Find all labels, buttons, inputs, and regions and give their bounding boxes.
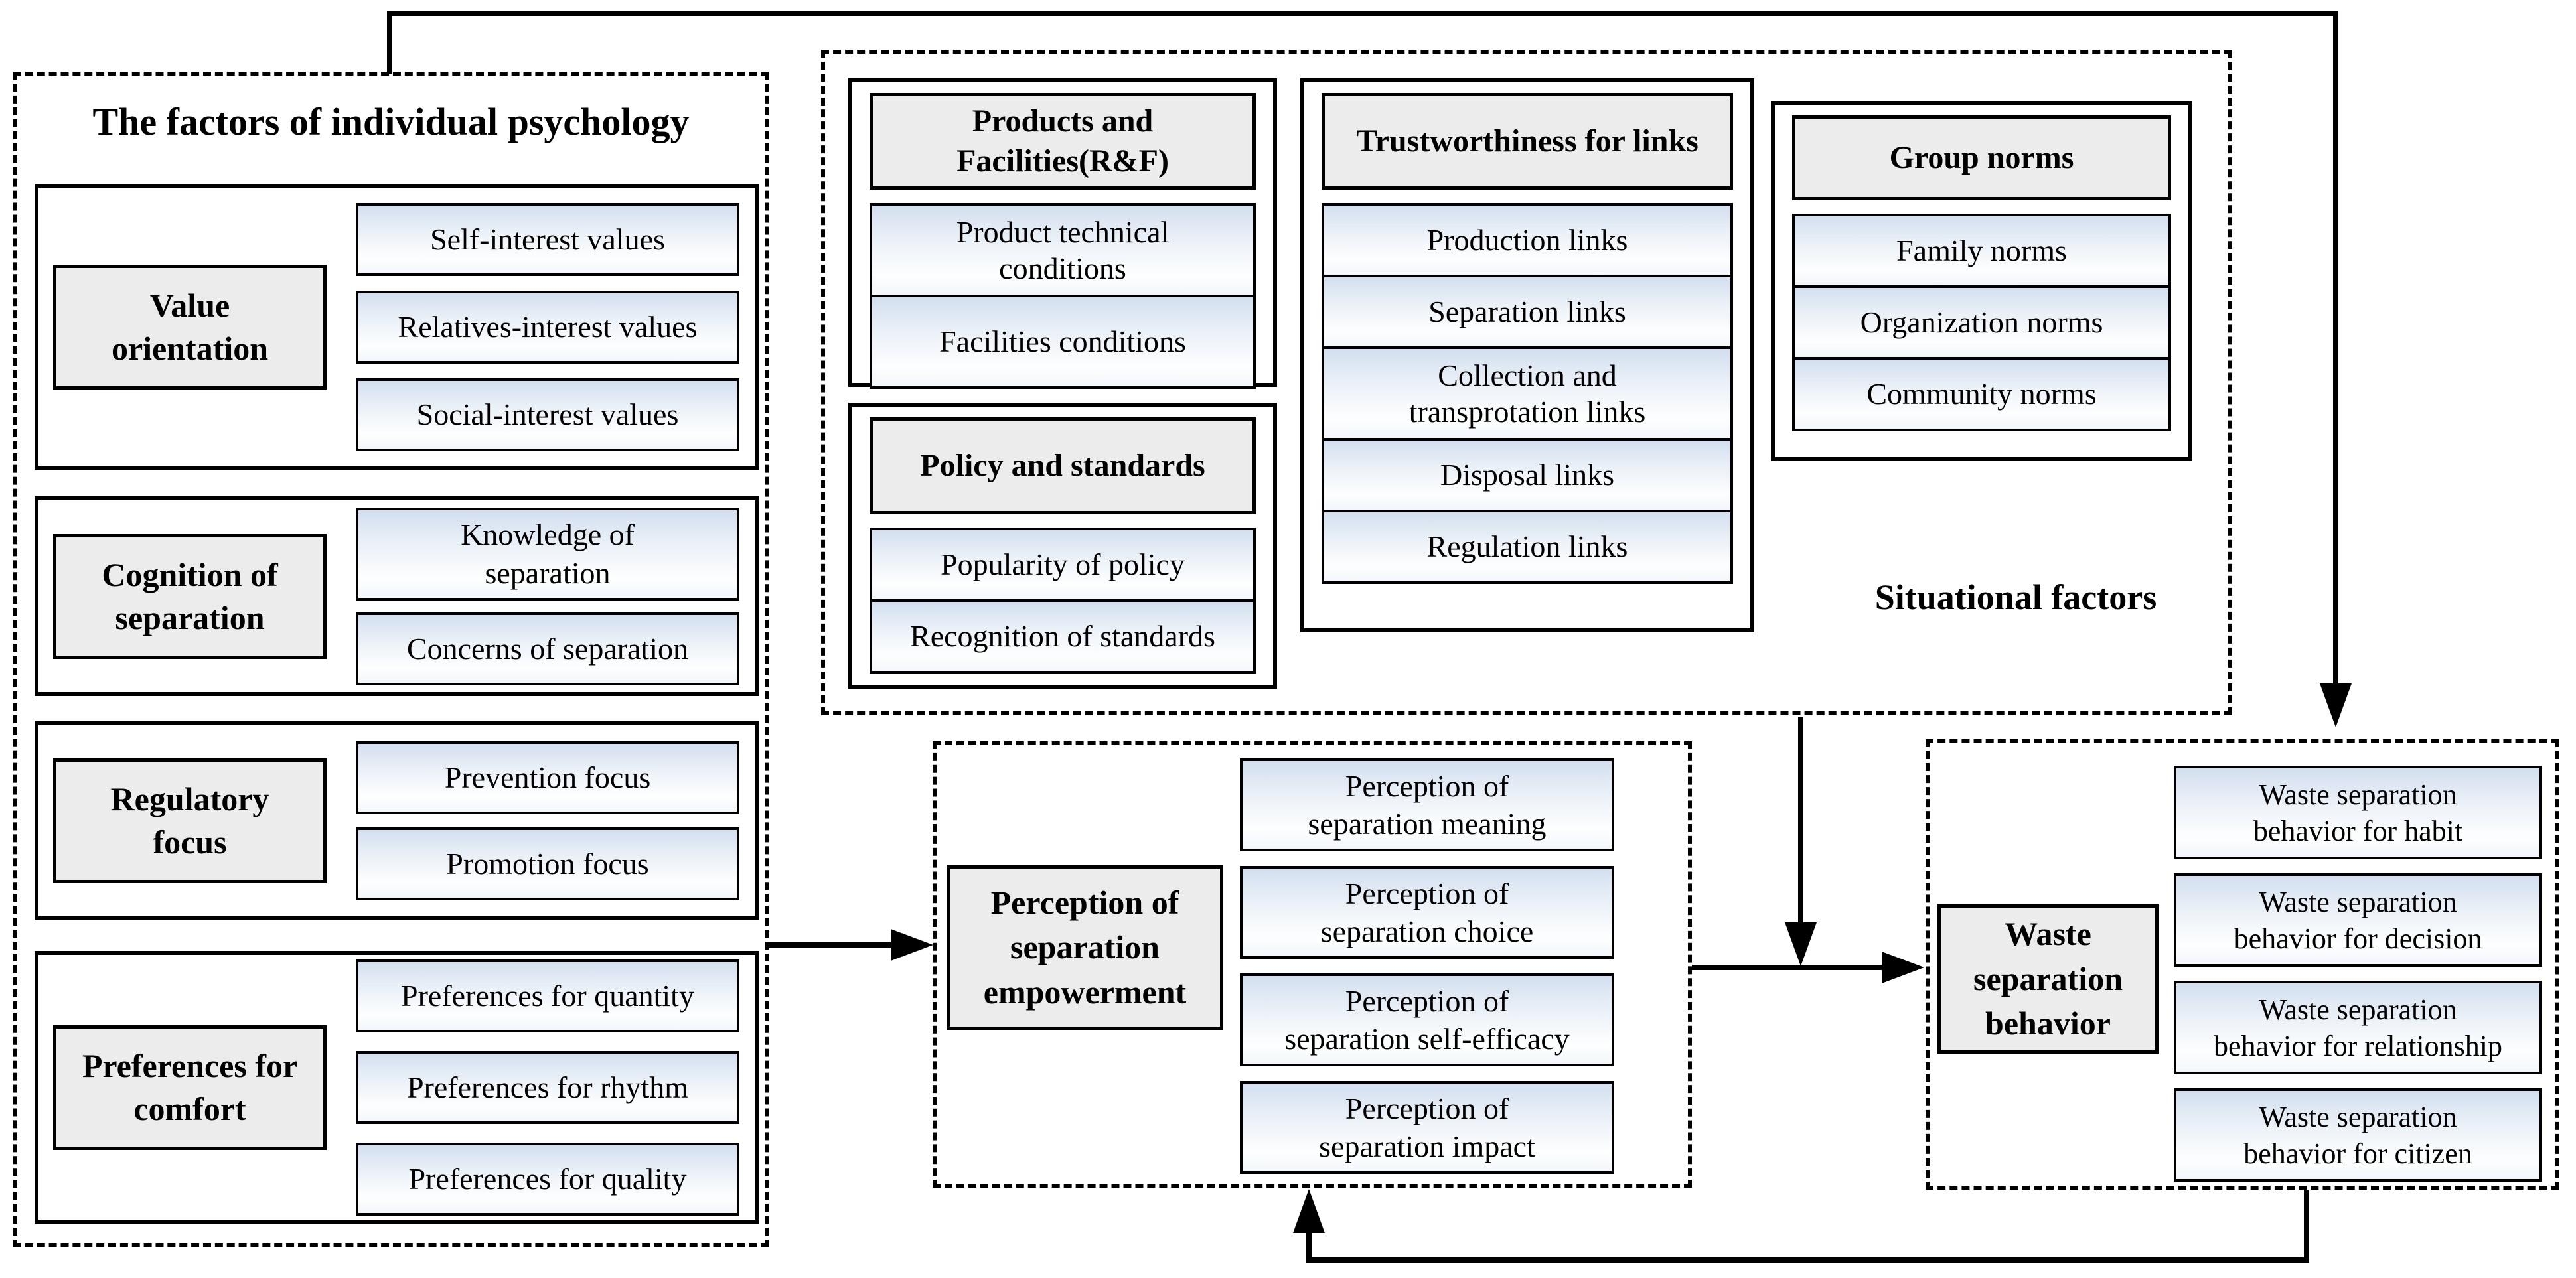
preferences-items: Preferences for quantity Preferences for…: [356, 959, 739, 1216]
item-perception-separation-meaning: Perception of separation meaning: [1240, 758, 1614, 851]
item-facilities-conditions: Facilities conditions: [870, 295, 1256, 389]
connector-feedback-horizontal: [1306, 1257, 2309, 1263]
products-facilities-header: Products and Facilities(R&F): [870, 93, 1256, 190]
psychology-panel-title: The factors of individual psychology: [92, 100, 690, 143]
item-regulation-links: Regulation links: [1322, 510, 1733, 584]
item-separation-links: Separation links: [1322, 275, 1733, 349]
group-norms-header: Group norms: [1792, 115, 2171, 200]
cognition-items: Knowledge of separation Concerns of sepa…: [356, 507, 739, 685]
item-product-technical-conditions: Product technical conditions: [870, 203, 1256, 297]
item-knowledge-of-separation: Knowledge of separation: [356, 507, 739, 601]
item-concerns-of-separation: Concerns of separation: [356, 612, 739, 685]
item-perception-separation-impact: Perception of separation impact: [1240, 1081, 1614, 1174]
group-norms-items: Family norms Organization norms Communit…: [1792, 214, 2171, 431]
item-preferences-for-quality: Preferences for quality: [356, 1142, 739, 1216]
item-behavior-for-habit: Waste separation behavior for habit: [2174, 766, 2542, 859]
item-prevention-focus: Prevention focus: [356, 741, 739, 814]
policy-standards-group: Policy and standards Popularity of polic…: [848, 403, 1277, 689]
item-behavior-for-citizen: Waste separation behavior for citizen: [2174, 1088, 2542, 1182]
connector-psychology-to-behavior-vertical: [2333, 11, 2338, 686]
connector-perception-to-behavior: [1692, 965, 1882, 970]
trustworthiness-items: Production links Separation links Collec…: [1322, 203, 1733, 584]
perception-empowerment-label: Perception of separation empowerment: [947, 865, 1223, 1030]
item-behavior-for-relationship: Waste separation behavior for relationsh…: [2174, 981, 2542, 1074]
item-family-norms: Family norms: [1792, 214, 2171, 288]
connector-feedback-down: [2304, 1190, 2309, 1263]
perception-empowerment-panel: Perception of separation empowerment Per…: [933, 741, 1692, 1188]
policy-standards-items: Popularity of policy Recognition of stan…: [870, 528, 1256, 674]
item-production-links: Production links: [1322, 203, 1733, 277]
waste-separation-behavior-panel: Waste separation behavior Waste separati…: [1926, 739, 2559, 1190]
situational-factors-label: Situational factors: [1874, 577, 2157, 617]
item-self-interest-values: Self-interest values: [356, 202, 739, 276]
item-behavior-for-decision: Waste separation behavior for decision: [2174, 873, 2542, 967]
item-collection-transprotation-links: Collection and transprotation links: [1322, 346, 1733, 441]
item-disposal-links: Disposal links: [1322, 438, 1733, 512]
regulatory-focus-group: Regulatory focus Prevention focus Promot…: [35, 721, 759, 920]
item-community-norms: Community norms: [1792, 357, 2171, 431]
item-relatives-interest-values: Relatives-interest values: [356, 290, 739, 364]
item-recognition-of-standards: Recognition of standards: [870, 599, 1256, 674]
trustworthiness-links-group: Trustworthiness for links Production lin…: [1300, 78, 1754, 632]
item-preferences-for-quantity: Preferences for quantity: [356, 959, 739, 1032]
psychology-factors-panel: The factors of individual psychology Val…: [13, 72, 769, 1247]
item-popularity-of-policy: Popularity of policy: [870, 528, 1256, 602]
value-orientation-items: Self-interest values Relatives-interest …: [356, 202, 739, 451]
item-promotion-focus: Promotion focus: [356, 827, 739, 900]
arrowhead-situational-moderation-icon: [1785, 922, 1817, 966]
waste-separation-behavior-label: Waste separation behavior: [1937, 904, 2159, 1054]
behavior-items: Waste separation behavior for habit Wast…: [2174, 766, 2542, 1182]
trustworthiness-links-header: Trustworthiness for links: [1322, 93, 1733, 190]
regulatory-items: Prevention focus Promotion focus: [356, 741, 739, 900]
arrowhead-into-behavior-left-icon: [1882, 952, 1924, 983]
item-perception-separation-self-efficacy: Perception of separation self-efficacy: [1240, 973, 1614, 1066]
item-preferences-for-rhythm: Preferences for rhythm: [356, 1050, 739, 1124]
item-organization-norms: Organization norms: [1792, 285, 2171, 360]
products-facilities-items: Product technical conditions Facilities …: [870, 203, 1256, 389]
arrowhead-feedback-into-perception-icon: [1293, 1189, 1325, 1233]
connector-feedback-up: [1306, 1230, 1312, 1263]
preferences-for-comfort-label: Preferences for comfort: [53, 1025, 327, 1150]
perception-items: Perception of separation meaning Percept…: [1240, 758, 1614, 1174]
products-facilities-group: Products and Facilities(R&F) Product tec…: [848, 78, 1277, 389]
cognition-of-separation-label: Cognition of separation: [53, 533, 327, 659]
value-orientation-group: Value orientation Self-interest values R…: [35, 184, 759, 470]
preferences-for-comfort-group: Preferences for comfort Preferences for …: [35, 951, 759, 1224]
arrowhead-into-perception-icon: [891, 929, 933, 961]
policy-standards-header: Policy and standards: [870, 417, 1256, 514]
item-social-interest-values: Social-interest values: [356, 378, 739, 451]
situational-factors-panel: Products and Facilities(R&F) Product tec…: [821, 50, 2232, 715]
connector-psychology-top-stub: [387, 11, 392, 74]
arrowhead-into-behavior-top-icon: [2320, 683, 2352, 727]
regulatory-focus-label: Regulatory focus: [53, 758, 327, 883]
connector-psychology-to-behavior-horizontal: [387, 11, 2338, 16]
value-orientation-label: Value orientation: [53, 264, 327, 390]
connector-situational-down: [1798, 717, 1803, 925]
cognition-of-separation-group: Cognition of separation Knowledge of sep…: [35, 496, 759, 696]
group-norms-group: Group norms Family norms Organization no…: [1771, 101, 2192, 461]
item-perception-separation-choice: Perception of separation choice: [1240, 866, 1614, 959]
connector-psychology-to-perception: [769, 942, 891, 948]
